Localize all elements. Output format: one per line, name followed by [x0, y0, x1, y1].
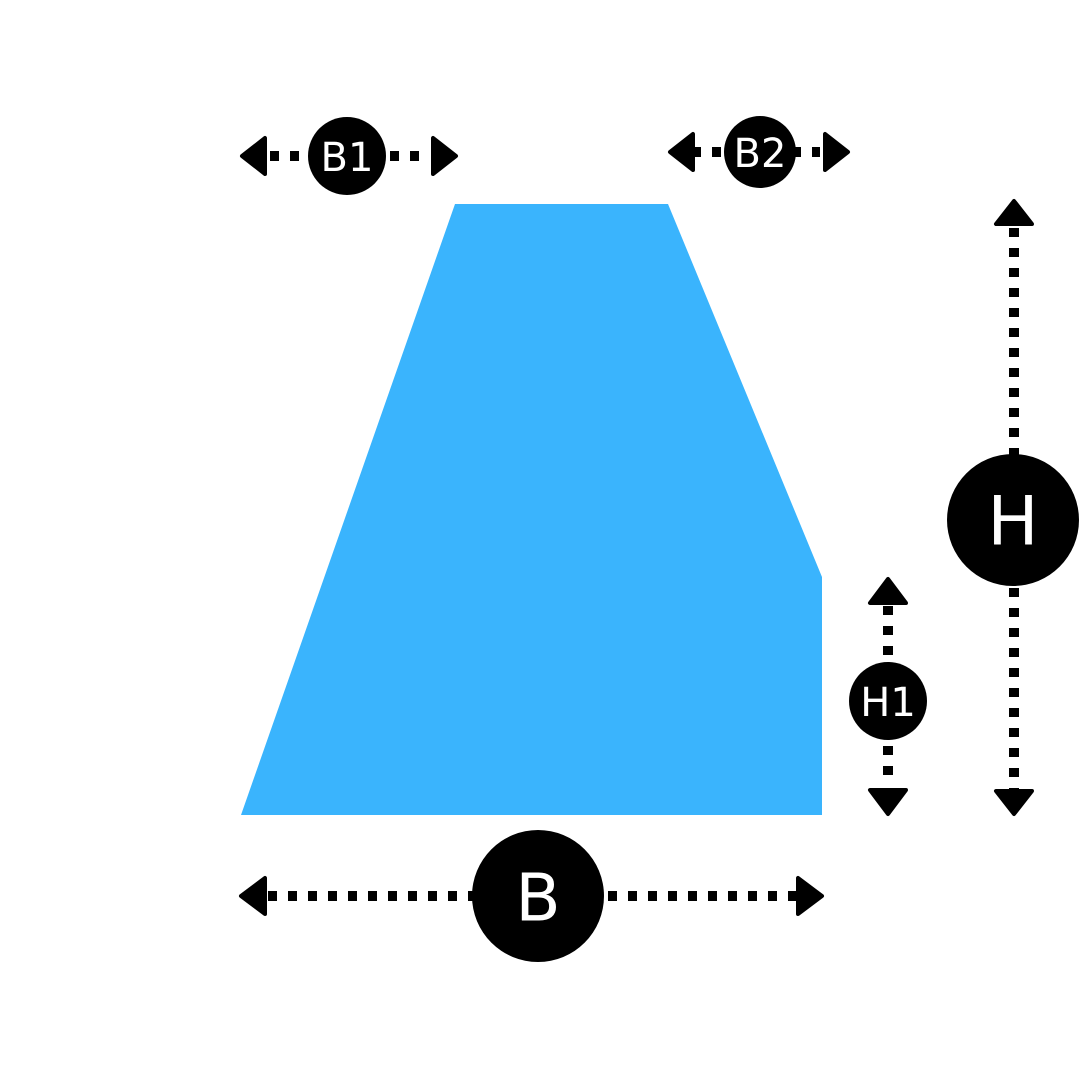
- b-badge: [472, 830, 604, 962]
- b-arrow-right-icon: [796, 876, 824, 916]
- h1-arrow-up-icon: [868, 577, 908, 605]
- dimension-h1: H1: [849, 577, 927, 816]
- dimension-b1: B1: [240, 117, 458, 195]
- b2-label: B2: [734, 131, 787, 177]
- h-badge: [947, 454, 1079, 586]
- h-arrow-down-icon: [994, 789, 1034, 816]
- b1-badge: [308, 117, 386, 195]
- b-arrow-left-icon: [239, 876, 267, 916]
- b2-arrow-left-icon: [668, 132, 695, 172]
- b1-arrow-left-icon: [240, 136, 267, 176]
- h1-arrow-down-icon: [868, 788, 908, 816]
- dimension-b: B: [239, 830, 824, 962]
- dimension-b2: B2: [668, 116, 850, 188]
- b2-arrow-right-icon: [823, 132, 850, 172]
- shape-polygon: [241, 204, 822, 815]
- h-arrow-up-icon: [994, 199, 1034, 226]
- h-label: H: [987, 483, 1038, 562]
- b2-badge: [724, 116, 796, 188]
- b1-arrow-right-icon: [431, 136, 458, 176]
- b1-label: B1: [321, 135, 374, 181]
- h1-badge: [849, 662, 927, 740]
- h1-label: H1: [860, 680, 916, 726]
- dimension-h: H: [947, 199, 1079, 816]
- b-label: B: [515, 860, 560, 937]
